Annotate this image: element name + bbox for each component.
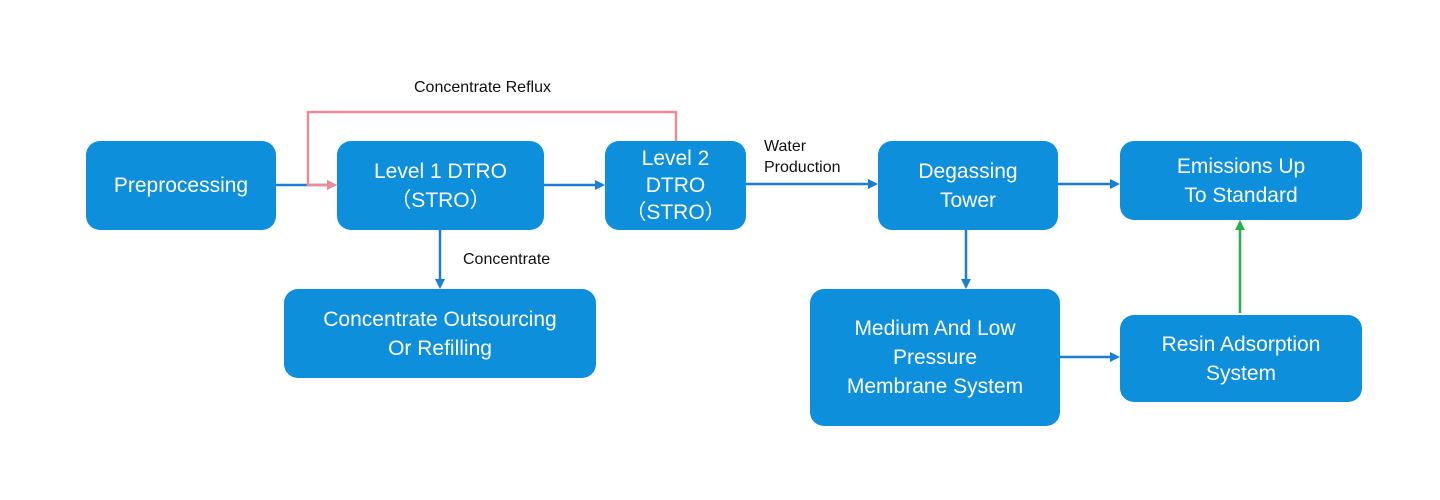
label-concentrate: Concentrate xyxy=(463,249,550,270)
node-concentrate-outsourcing: Concentrate Outsourcing Or Refilling xyxy=(284,289,596,378)
node-concentrate-outsourcing-text: Concentrate Outsourcing Or Refilling xyxy=(323,305,556,363)
node-level1-dtro-text: Level 1 DTRO （STRO） xyxy=(374,157,507,215)
node-degassing-tower-line-1: Degassing xyxy=(918,159,1018,183)
node-resin-adsorption-text: Resin Adsorption System xyxy=(1162,330,1321,388)
arrow-concentrate-reflux xyxy=(306,110,678,190)
node-degassing-tower-text: Degassing Tower xyxy=(918,157,1017,215)
label-water-production-line-1: Water xyxy=(764,138,807,155)
label-water-production-line-2: Production xyxy=(764,159,841,176)
node-preprocessing: Preprocessing xyxy=(86,141,276,230)
node-level1-dtro-line-2: （STRO） xyxy=(390,188,491,212)
node-emissions: Emissions Up To Standard xyxy=(1120,141,1362,220)
label-concentrate-line-1: Concentrate xyxy=(463,251,551,268)
node-concentrate-outsourcing-line-2: Or Refilling xyxy=(388,336,492,360)
node-emissions-line-2: To Standard xyxy=(1184,183,1298,207)
node-level2-dtro-text: Level 2 DTRO （STRO） xyxy=(625,145,725,226)
node-membrane-system-text: Medium And Low Pressure Membrane System xyxy=(847,314,1023,401)
node-degassing-tower: Degassing Tower xyxy=(878,141,1058,230)
node-emissions-line-1: Emissions Up xyxy=(1176,154,1306,178)
node-concentrate-outsourcing-line-1: Concentrate Outsourcing xyxy=(323,307,557,331)
node-preprocessing-text: Preprocessing xyxy=(114,171,248,200)
node-level2-dtro-line-3: （STRO） xyxy=(625,201,726,224)
node-preprocessing-line-1: Preprocessing xyxy=(113,174,249,197)
node-degassing-tower-line-2: Tower xyxy=(939,188,996,212)
node-resin-adsorption: Resin Adsorption System xyxy=(1120,315,1362,402)
node-level2-dtro: Level 2 DTRO （STRO） xyxy=(605,141,746,230)
node-membrane-system-line-3: Membrane System xyxy=(846,375,1024,398)
node-level1-dtro: Level 1 DTRO （STRO） xyxy=(337,141,544,230)
node-resin-adsorption-line-1: Resin Adsorption xyxy=(1161,332,1321,356)
node-emissions-text: Emissions Up To Standard xyxy=(1177,152,1305,210)
node-level1-dtro-line-1: Level 1 DTRO xyxy=(373,159,508,183)
label-water-production: Water Production xyxy=(764,136,841,178)
label-concentrate-reflux-line-1: Concentrate Reflux xyxy=(414,79,551,96)
node-membrane-system: Medium And Low Pressure Membrane System xyxy=(810,289,1060,426)
node-membrane-system-line-1: Medium And Low xyxy=(854,317,1016,340)
node-level2-dtro-line-1: Level 2 xyxy=(641,147,710,170)
node-membrane-system-line-2: Pressure xyxy=(892,346,977,369)
node-resin-adsorption-line-2: System xyxy=(1205,361,1276,385)
label-concentrate-reflux: Concentrate Reflux xyxy=(414,77,551,98)
node-level2-dtro-line-2: DTRO xyxy=(645,174,706,197)
